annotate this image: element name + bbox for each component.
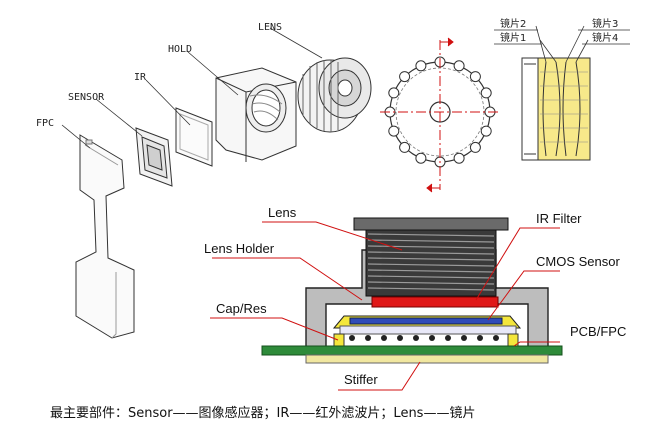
lens-top-view [380,37,500,193]
stiffer-layer [305,354,549,364]
thread-line [367,245,495,249]
thread-line [367,287,495,291]
thread-line [367,275,495,279]
section-cut-lines [380,37,500,193]
stiffer-label: Stiffer [344,372,378,387]
thread-line [367,239,495,243]
solder-ball [493,335,499,341]
solder-ball [461,335,467,341]
solder-ball [477,335,483,341]
knurl-notch [388,87,400,99]
solder-ball [429,335,435,341]
fpc-part [75,134,135,339]
lens-element-4-label: 镜片4 [592,31,618,44]
lens-element-2-label: 镜片2 [500,17,526,30]
knurl-notch [415,60,427,72]
thread-line [367,233,495,237]
lens-element-3-label: 镜片3 [592,17,618,30]
cross-section-view [210,217,563,391]
knurl-notch [388,125,400,137]
ir-label: IR [134,72,147,83]
lens-threads [367,233,495,291]
knurl-notch [480,125,492,137]
thread-line [367,263,495,267]
solder-ball [397,335,403,341]
diagram-caption: 最主要部件：Sensor——图像感应器；IR——红外滤波片；Lens——镜片 [50,406,476,421]
fpc-label: FPC [36,118,54,129]
lens-side-section [494,25,630,161]
hold-label: HOLD [168,44,192,55]
solder-ball [349,335,355,341]
ir-filter-label: IR Filter [536,211,582,226]
lens-section-label: Lens [268,205,297,220]
knurl-notch [453,152,465,164]
solder-ball [445,335,451,341]
solder-balls [349,335,499,341]
knurl-notch [469,141,481,153]
knurl-notch [469,71,481,83]
holder-part [215,67,297,162]
knurl-notch [480,87,492,99]
cap-left [333,333,345,347]
lens-element-1-label: 镜片1 [500,31,526,44]
lens-holder-label: Lens Holder [204,241,275,256]
cross-section-leaders [210,221,560,391]
ir-part [175,107,213,167]
pcb-fpc-label: PCB/FPC [570,324,626,339]
cap-res-label: Cap/Res [216,301,267,316]
lens-cap-ring [353,217,509,231]
solder-ball [365,335,371,341]
sensor-substrate [339,325,517,335]
cmos-sensor-layer [349,317,503,325]
pcb-layer [261,345,563,356]
exploded-view [61,27,372,339]
knurl-notch [415,152,427,164]
thread-line [367,281,495,285]
solder-ball [413,335,419,341]
thread-line [367,257,495,261]
lens-label: LENS [258,22,282,33]
sensor-part [135,127,173,187]
sensor-label: SENSOR [68,92,105,103]
thread-line [367,251,495,255]
exploded-leaders [61,27,323,149]
knurl-notch [399,71,411,83]
thread-line [367,269,495,273]
cmos-sensor-label: CMOS Sensor [536,254,620,269]
knurl-notch [399,141,411,153]
solder-ball [381,335,387,341]
lens-part [297,57,372,133]
lens-barrel [365,227,497,297]
knurl-notch [453,60,465,72]
ir-filter-layer [371,296,499,308]
